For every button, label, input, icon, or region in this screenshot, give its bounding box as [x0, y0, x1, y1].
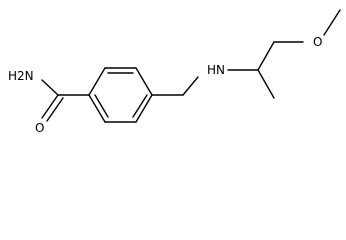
amide-nitrogen-bond — [41, 79, 59, 96]
ring-bond-6 — [88, 67, 106, 96]
amine-nitrogen-label: HN — [207, 63, 225, 77]
ring-bond-5 — [88, 94, 106, 123]
branch-to-ch2-bond — [257, 41, 275, 71]
branch-to-methyl-bond — [257, 69, 275, 99]
methylene-to-amine-bond — [182, 76, 199, 96]
ring-inner-bond-right — [132, 94, 148, 118]
carbonyl-double-bond-2 — [46, 97, 64, 122]
amide-oxygen-label: O — [35, 121, 44, 135]
molecule-diagram: H2N O HN O — [8, 9, 341, 135]
chemical-structure-canvas: H2N O HN O — [8, 9, 341, 135]
amide-nitrogen-label: H2N — [8, 69, 34, 83]
ring-inner-bond-left — [94, 94, 109, 118]
carbonyl-double-bond-1 — [41, 94, 59, 119]
ring-bond-3 — [135, 94, 153, 123]
ether-oxygen-to-methyl-bond — [323, 9, 341, 36]
ether-oxygen-label: O — [313, 35, 322, 49]
ring-bond-2 — [135, 67, 153, 96]
